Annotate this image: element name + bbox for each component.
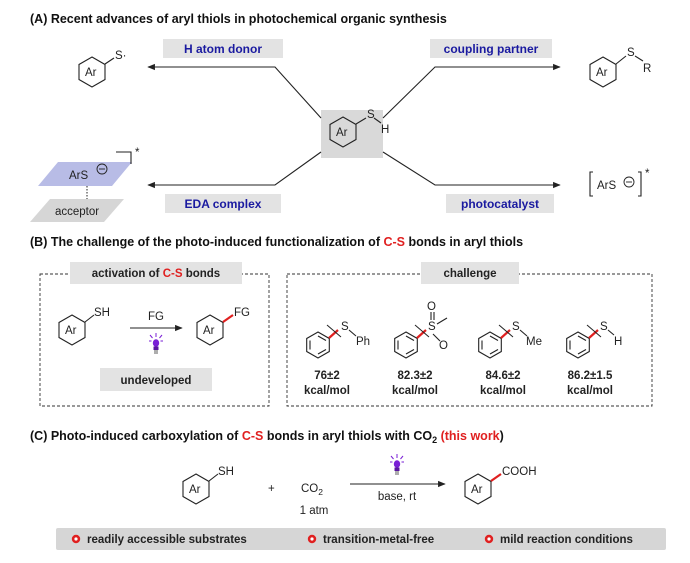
label-h-atom-donor: H atom donor xyxy=(184,42,262,56)
bde-value-4: 86.2±1.5 xyxy=(568,370,613,382)
center-aryl-thiol: Ar S H xyxy=(329,109,389,148)
phenyl-sulfide-ph: S Ph xyxy=(306,321,370,359)
thiophenol: S H xyxy=(566,321,622,359)
svg-text:S: S xyxy=(512,321,520,333)
aryl-sulfide-product: Ar S R xyxy=(589,47,651,88)
activation-box xyxy=(39,273,270,407)
svg-text:readily accessible substrates: readily accessible substrates xyxy=(87,534,247,546)
svg-text:Ar: Ar xyxy=(189,484,201,496)
svg-text:Ar: Ar xyxy=(596,67,608,79)
svg-text:R: R xyxy=(643,63,651,75)
svg-text:SH: SH xyxy=(94,307,110,319)
functionalized-product-b: Ar FG xyxy=(196,307,250,346)
plus-sign: + xyxy=(268,483,275,495)
bde-unit-4: kcal/mol xyxy=(567,385,613,397)
arrow-to-radical xyxy=(147,63,322,119)
feature-item-3: mild reaction conditions xyxy=(484,534,633,546)
center-thiol-box xyxy=(321,110,383,158)
carboxylic-acid-product: Ar COOH xyxy=(464,466,537,505)
label-coupling-partner: coupling partner xyxy=(444,42,539,56)
section-c-title: (C) Photo-induced carboxylation of C-S b… xyxy=(30,429,504,445)
svg-text:SH: SH xyxy=(218,466,234,478)
label-photocatalyst: photocatalyst xyxy=(461,197,539,211)
svg-text:Me: Me xyxy=(526,336,542,348)
thiyl-radical: Ar S· xyxy=(78,50,127,88)
co2-reagent: CO2 xyxy=(301,483,323,497)
lamp-icon xyxy=(389,453,405,476)
challenge-title: challenge xyxy=(443,268,496,280)
svg-text:ArS: ArS xyxy=(597,180,617,192)
svg-text:transition-metal-free: transition-metal-free xyxy=(323,534,434,546)
fg-label: FG xyxy=(148,311,164,323)
svg-text:H: H xyxy=(614,336,622,348)
svg-text:Ar: Ar xyxy=(336,127,348,139)
svg-text:Ar: Ar xyxy=(85,67,97,79)
svg-text:acceptor: acceptor xyxy=(55,206,99,218)
svg-text:COOH: COOH xyxy=(502,466,537,478)
section-b-title: (B) The challenge of the photo-induced f… xyxy=(30,235,523,249)
svg-text:Ar: Ar xyxy=(471,484,483,496)
svg-text:ArS: ArS xyxy=(69,170,89,182)
bde-value-1: 76±2 xyxy=(314,370,340,382)
features-bar xyxy=(56,528,666,550)
arylthiolate-excited: ArS * xyxy=(589,168,650,197)
svg-text:FG: FG xyxy=(234,307,250,319)
feature-item-1: readily accessible substrates xyxy=(71,534,247,546)
svg-text:O: O xyxy=(439,340,448,352)
methyl-sulfide: S Me xyxy=(478,321,542,359)
section-a-title: (A) Recent advances of aryl thiols in ph… xyxy=(30,12,447,26)
bde-value-3: 84.6±2 xyxy=(485,370,520,382)
svg-text:Ar: Ar xyxy=(203,325,215,337)
arrow-to-photocatalyst xyxy=(382,151,561,189)
svg-text:S: S xyxy=(367,109,375,121)
feature-item-2: transition-metal-free xyxy=(307,534,434,546)
svg-text:S: S xyxy=(428,321,436,333)
svg-text:Ar: Ar xyxy=(65,325,77,337)
svg-text:O: O xyxy=(427,301,436,313)
bde-unit-2: kcal/mol xyxy=(392,385,438,397)
bde-unit-3: kcal/mol xyxy=(480,385,526,397)
svg-text:S: S xyxy=(341,321,349,333)
svg-text:S·: S· xyxy=(115,50,127,62)
svg-text:Ph: Ph xyxy=(356,336,370,348)
arrow-to-coupling xyxy=(382,63,561,119)
label-eda-complex: EDA complex xyxy=(185,197,262,211)
svg-text:*: * xyxy=(645,168,650,180)
bde-value-2: 82.3±2 xyxy=(397,370,432,382)
co2-pressure: 1 atm xyxy=(300,505,329,517)
arylthiol-reactant-b: Ar SH xyxy=(58,307,110,346)
reaction-conditions: base, rt xyxy=(378,491,417,503)
svg-text:*: * xyxy=(135,147,140,159)
svg-text:H: H xyxy=(381,124,389,136)
lamp-icon xyxy=(148,332,164,355)
svg-text:S: S xyxy=(600,321,608,333)
eda-complex-graphic: ArS acceptor * xyxy=(30,147,140,222)
bde-unit-1: kcal/mol xyxy=(304,385,350,397)
undeveloped-label: undeveloped xyxy=(121,375,192,387)
arrow-to-eda xyxy=(147,151,322,189)
activation-title: activation of C-S bonds xyxy=(92,268,220,280)
arylthiol-reactant-c: Ar SH xyxy=(182,466,234,505)
svg-text:S: S xyxy=(627,47,635,59)
svg-text:mild reaction conditions: mild reaction conditions xyxy=(500,534,633,546)
methyl-sulfone: S O O xyxy=(394,301,448,359)
